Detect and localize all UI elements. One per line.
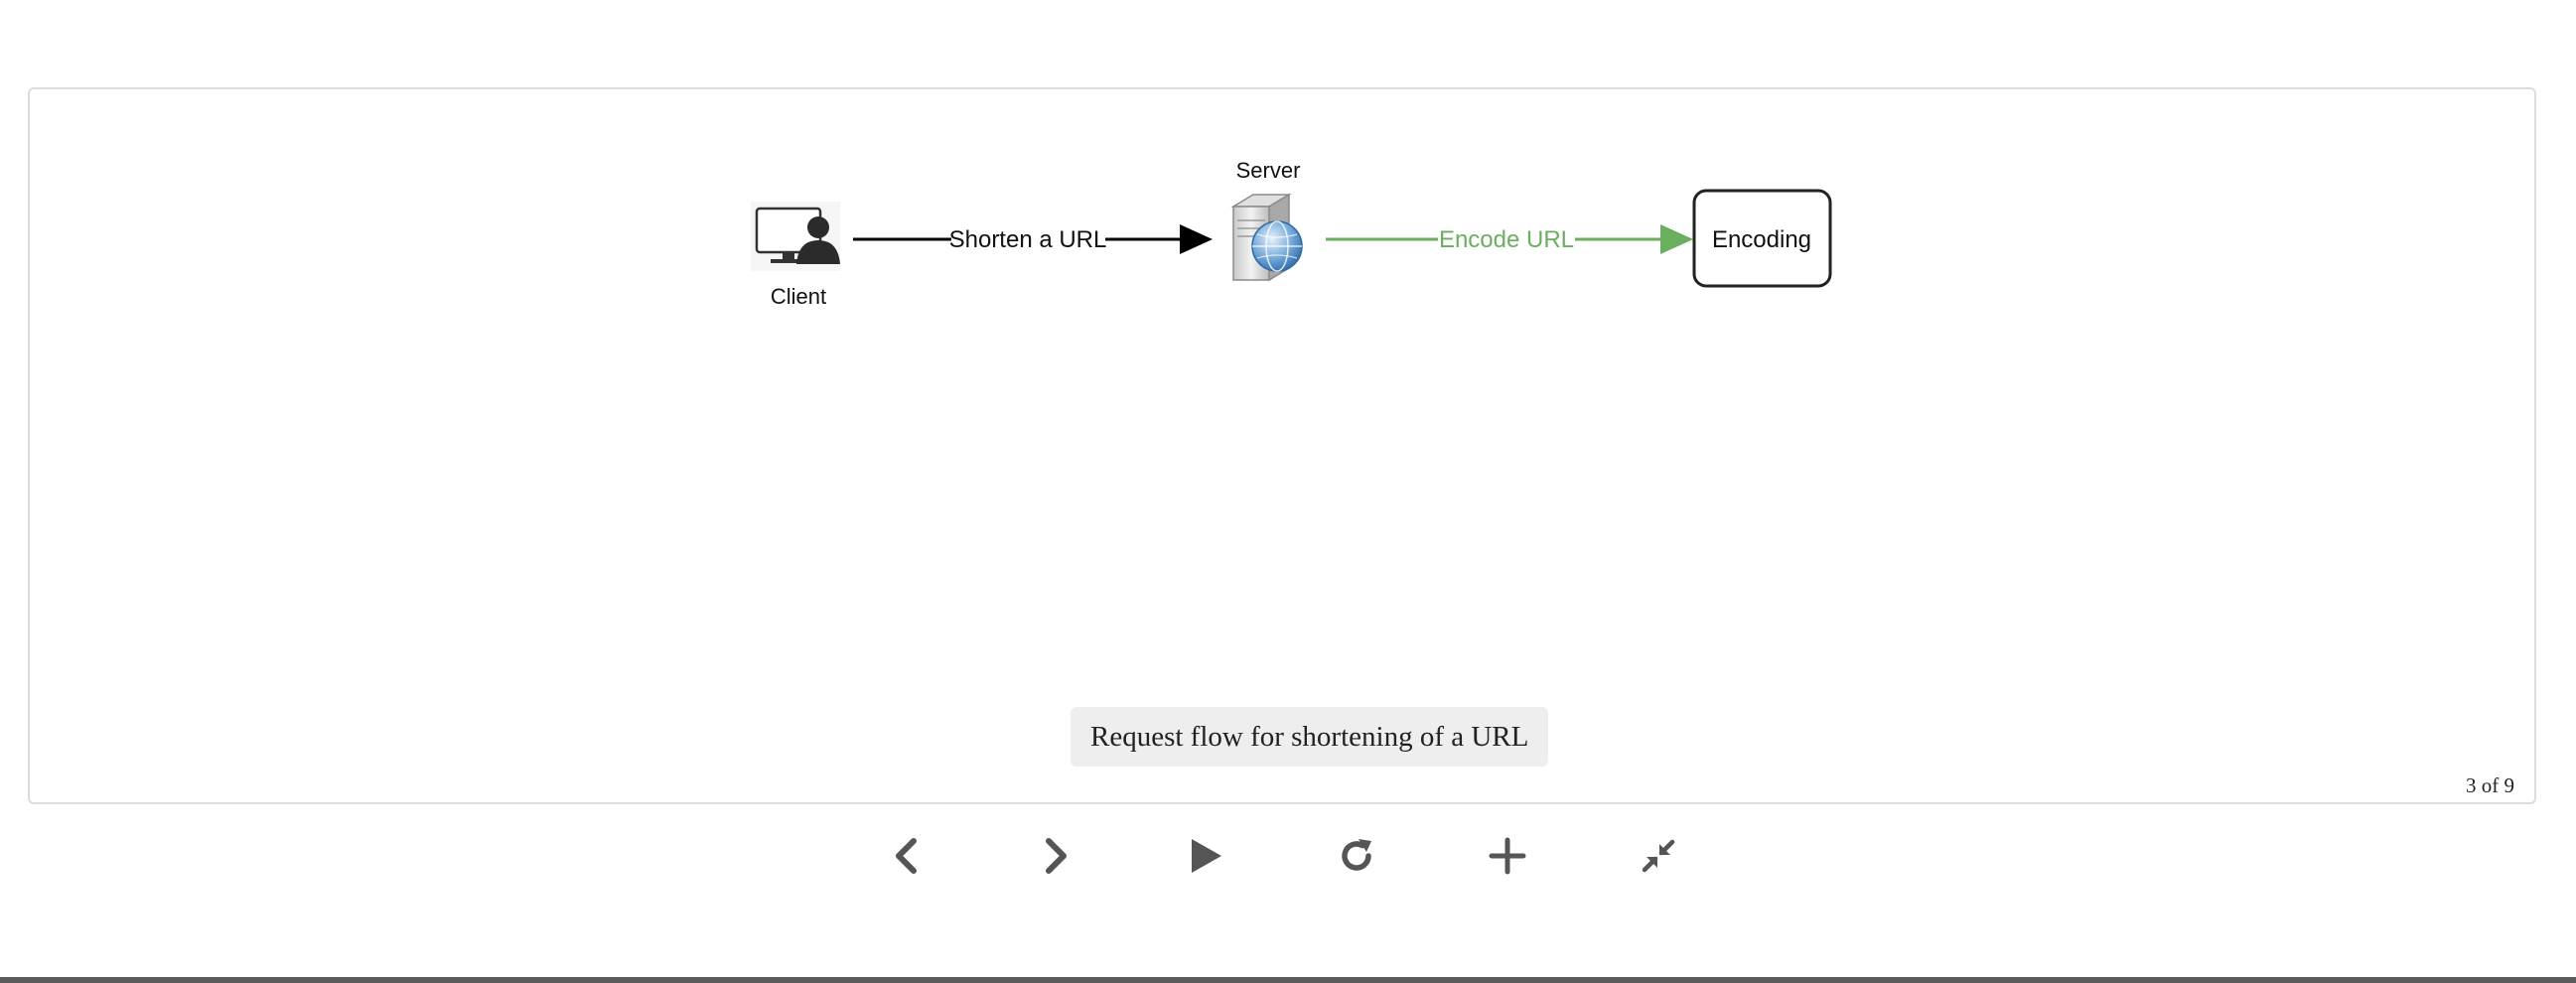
client-label: Client: [771, 284, 826, 309]
restart-button[interactable]: [1327, 826, 1386, 886]
client-icon: [751, 202, 840, 271]
play-button[interactable]: [1176, 826, 1235, 886]
slide-frame: Client Shorten a URL Server: [28, 87, 2536, 804]
next-button[interactable]: [1026, 826, 1085, 886]
encoding-label: Encoding: [1712, 226, 1811, 253]
encoding-node: Encoding: [1692, 189, 1832, 288]
playback-controls: [874, 826, 1708, 886]
collapse-icon: [1642, 839, 1675, 873]
diagram: Client Shorten a URL Server: [751, 158, 1832, 309]
client-node: Client: [751, 202, 840, 309]
edge-encode: Encode URL: [1326, 224, 1693, 254]
slide-counter: 3 of 9: [2466, 773, 2514, 797]
exit-fullscreen-button[interactable]: [1629, 826, 1688, 886]
refresh-icon: [1342, 839, 1371, 871]
play-icon: [1192, 839, 1221, 873]
server-icon: [1230, 193, 1303, 282]
zoom-in-button[interactable]: [1478, 826, 1537, 886]
plus-icon: [1489, 837, 1526, 875]
chevron-right-icon: [1046, 838, 1067, 874]
edge-shorten-label: Shorten a URL: [949, 226, 1107, 253]
slide-caption: Request flow for shortening of a URL: [1071, 707, 1549, 767]
previous-button[interactable]: [877, 826, 936, 886]
server-node: Server: [1230, 158, 1303, 282]
chevron-left-icon: [896, 838, 917, 874]
edge-encode-label: Encode URL: [1439, 226, 1574, 253]
edge-shorten: Shorten a URL: [853, 224, 1213, 254]
server-label: Server: [1236, 158, 1301, 183]
